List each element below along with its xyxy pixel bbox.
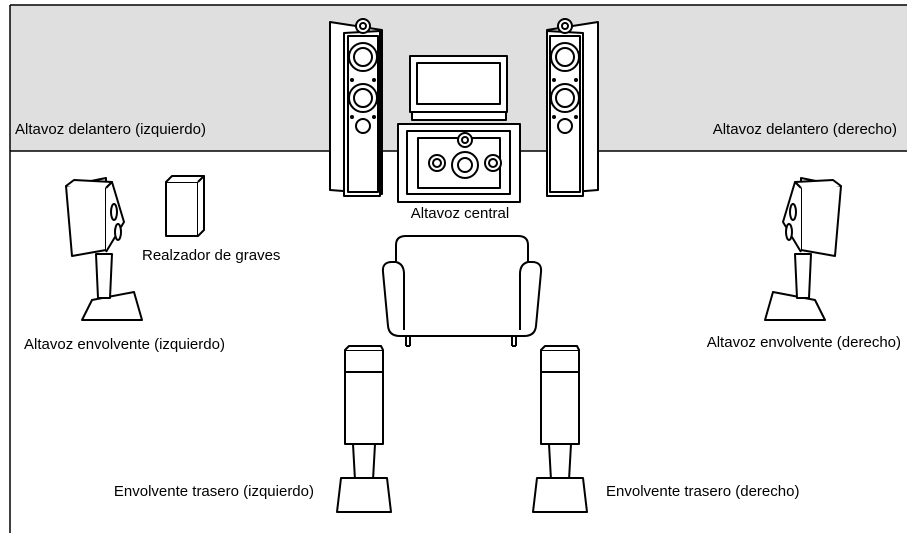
television [409, 55, 508, 121]
label-surround-left: Altavoz envolvente (izquierdo) [24, 336, 225, 353]
front-left-speaker [329, 18, 383, 197]
center-speaker [397, 123, 521, 203]
surround-back-left-speaker [336, 345, 392, 513]
label-front-left: Altavoz delantero (izquierdo) [15, 121, 206, 138]
label-surround-right: Altavoz envolvente (derecho) [707, 334, 901, 351]
surround-back-right-speaker [532, 345, 588, 513]
surround-right-speaker [764, 177, 842, 321]
label-front-right: Altavoz delantero (derecho) [713, 121, 897, 138]
label-surround-back-left: Envolvente trasero (izquierdo) [114, 483, 314, 500]
label-surround-back-right: Envolvente trasero (derecho) [606, 483, 799, 500]
subwoofer [165, 175, 205, 237]
surround-left-speaker [65, 177, 143, 321]
front-right-speaker [546, 18, 599, 197]
label-center: Altavoz central [411, 205, 509, 222]
label-subwoofer: Realzador de graves [142, 247, 280, 264]
sofa [381, 235, 543, 347]
